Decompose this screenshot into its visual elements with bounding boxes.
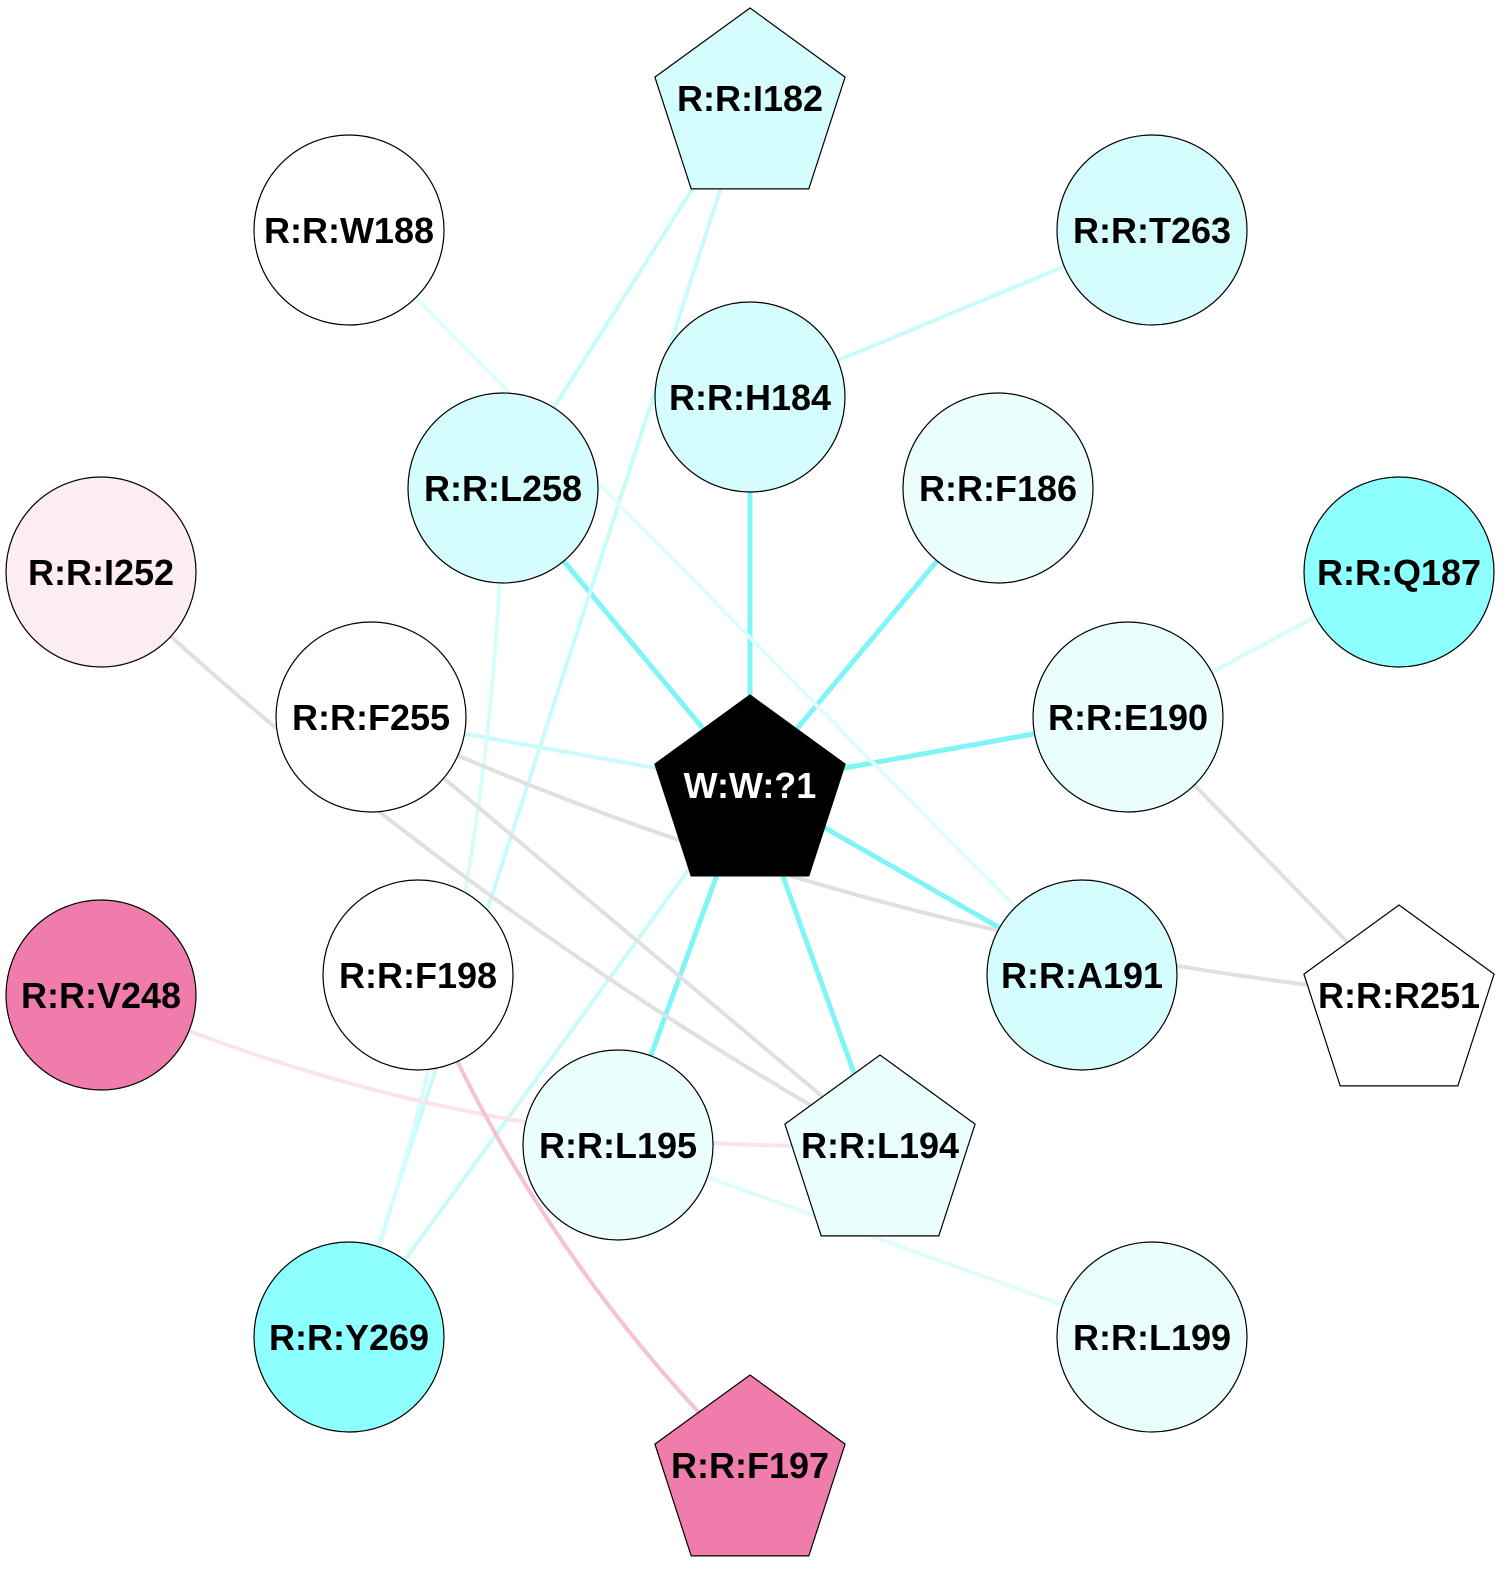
node-r-r-t263[interactable]: R:R:T263 xyxy=(1056,134,1248,326)
node-shape-r-r-a191 xyxy=(986,879,1178,1071)
node-r-r-i182[interactable]: R:R:I182 xyxy=(654,7,846,190)
node-label-r-r-l258: R:R:L258 xyxy=(424,468,582,509)
node-label-r-r-y269: R:R:Y269 xyxy=(269,1317,429,1358)
edge-r-r-f255-r-r-r251 xyxy=(370,715,1400,997)
node-label-r-r-f198: R:R:F198 xyxy=(339,955,497,996)
node-r-r-l258[interactable]: R:R:L258 xyxy=(407,392,599,584)
node-shape-r-r-f255 xyxy=(275,621,467,813)
node-label-r-r-l195: R:R:L195 xyxy=(539,1125,697,1166)
node-r-r-w188[interactable]: R:R:W188 xyxy=(253,134,445,326)
node-label-r-r-e190: R:R:E190 xyxy=(1048,697,1208,738)
node-label-r-r-l194: R:R:L194 xyxy=(801,1125,959,1166)
node-shape-r-r-l194 xyxy=(784,1054,976,1237)
node-label-r-r-w188: R:R:W188 xyxy=(264,210,434,251)
edge-w-w-1-r-r-y269 xyxy=(347,783,752,1339)
node-r-r-v248[interactable]: R:R:V248 xyxy=(5,899,197,1091)
node-shape-r-r-l258 xyxy=(407,392,599,584)
node-label-r-r-h184: R:R:H184 xyxy=(669,377,831,418)
edge-r-r-i182-r-r-y269 xyxy=(347,97,752,1338)
edge-r-r-f255-r-r-l194 xyxy=(369,715,882,1147)
node-r-r-y269[interactable]: R:R:Y269 xyxy=(253,1241,445,1433)
edge-r-r-i252-r-r-l194 xyxy=(99,570,881,1147)
node-label-w-w-1: W:W:?1 xyxy=(684,765,817,806)
node-shape-r-r-y269 xyxy=(253,1241,445,1433)
node-label-r-r-q187: R:R:Q187 xyxy=(1317,552,1481,593)
node-shape-r-r-l199 xyxy=(1056,1241,1248,1433)
edge-r-r-w188-r-r-a191 xyxy=(347,228,1084,977)
node-shape-r-r-t263 xyxy=(1056,134,1248,326)
node-shape-r-r-i252 xyxy=(5,476,197,668)
node-r-r-f186[interactable]: R:R:F186 xyxy=(902,392,1094,584)
node-r-r-r251[interactable]: R:R:R251 xyxy=(1303,904,1495,1087)
node-label-r-r-i252: R:R:I252 xyxy=(28,552,174,593)
node-r-r-l195[interactable]: R:R:L195 xyxy=(522,1049,714,1241)
node-shape-r-r-r251 xyxy=(1303,904,1495,1087)
edge-r-r-v248-r-r-l194 xyxy=(100,993,881,1149)
node-shape-r-r-i182 xyxy=(654,7,846,190)
node-label-r-r-f197: R:R:F197 xyxy=(671,1445,829,1486)
node-label-r-r-f255: R:R:F255 xyxy=(292,697,450,738)
node-shape-r-r-e190 xyxy=(1032,621,1224,813)
node-r-r-f255[interactable]: R:R:F255 xyxy=(275,621,467,813)
node-r-r-l194[interactable]: R:R:L194 xyxy=(784,1054,976,1237)
node-label-r-r-l199: R:R:L199 xyxy=(1073,1317,1231,1358)
node-shape-r-r-f198 xyxy=(322,879,514,1071)
node-label-r-r-f186: R:R:F186 xyxy=(919,468,1077,509)
node-shape-r-r-w188 xyxy=(253,134,445,326)
node-shape-w-w-1 xyxy=(654,694,846,877)
node-r-r-q187[interactable]: R:R:Q187 xyxy=(1303,476,1495,668)
node-r-r-e190[interactable]: R:R:E190 xyxy=(1032,621,1224,813)
node-label-r-r-r251: R:R:R251 xyxy=(1318,975,1480,1016)
node-r-r-l199[interactable]: R:R:L199 xyxy=(1056,1241,1248,1433)
node-r-r-f198[interactable]: R:R:F198 xyxy=(322,879,514,1071)
node-shape-r-r-h184 xyxy=(654,301,846,493)
node-r-r-a191[interactable]: R:R:A191 xyxy=(986,879,1178,1071)
node-r-r-f197[interactable]: R:R:F197 xyxy=(654,1374,846,1557)
node-label-r-r-t263: R:R:T263 xyxy=(1073,210,1231,251)
node-r-r-i252[interactable]: R:R:I252 xyxy=(5,476,197,668)
node-shape-r-r-l195 xyxy=(522,1049,714,1241)
node-r-r-h184[interactable]: R:R:H184 xyxy=(654,301,846,493)
node-shape-r-r-f197 xyxy=(654,1374,846,1557)
node-label-r-r-v248: R:R:V248 xyxy=(21,975,181,1016)
node-w-w-1[interactable]: W:W:?1 xyxy=(654,694,846,877)
node-shape-r-r-v248 xyxy=(5,899,197,1091)
node-shape-r-r-q187 xyxy=(1303,476,1495,668)
node-label-r-r-i182: R:R:I182 xyxy=(677,78,823,119)
node-label-r-r-a191: R:R:A191 xyxy=(1001,955,1163,996)
node-shape-r-r-f186 xyxy=(902,392,1094,584)
